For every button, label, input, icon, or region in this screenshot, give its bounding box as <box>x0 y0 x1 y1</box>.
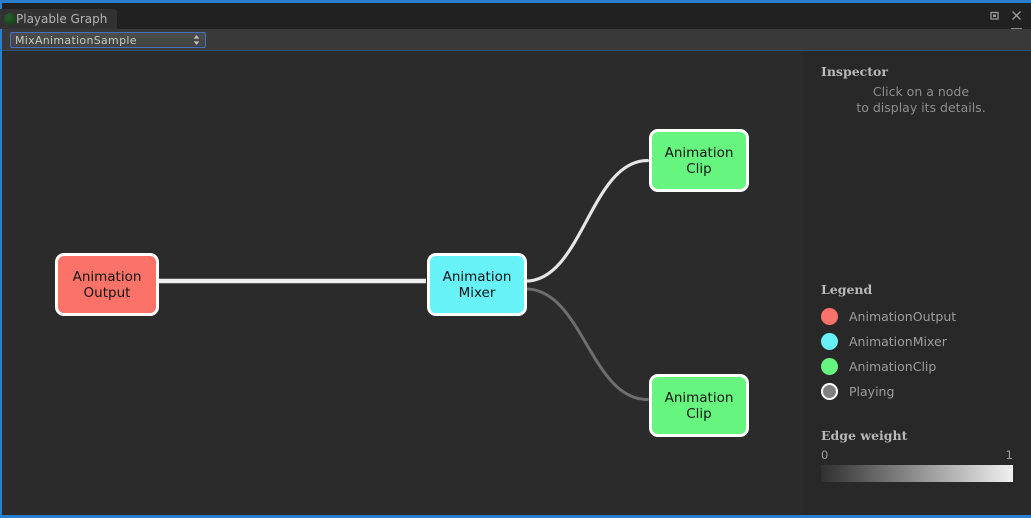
edge-cliptop-to-mixer <box>524 159 649 283</box>
tab-label: Playable Graph <box>16 12 108 26</box>
green-sphere-icon <box>4 13 16 25</box>
legend-swatch-icon <box>821 358 838 375</box>
graph-node-mixer[interactable]: Animation Mixer <box>427 253 527 316</box>
graph-toolbar: MixAnimationSample <box>2 29 1031 51</box>
edge-weight-gradient-bar <box>821 465 1013 482</box>
close-icon[interactable] <box>1010 7 1023 20</box>
legend-item-1: AnimationMixer <box>821 329 1021 354</box>
graph-node-clip-top[interactable]: Animation Clip <box>649 129 749 192</box>
edge-weight-scale: 0 1 <box>821 448 1013 462</box>
updown-arrows-icon <box>192 34 201 46</box>
graph-node-output[interactable]: Animation Output <box>55 253 159 316</box>
legend-swatch-icon <box>821 383 838 400</box>
legend-item-label: Playing <box>849 384 895 399</box>
maximize-icon[interactable] <box>988 7 1001 20</box>
legend-item-label: AnimationOutput <box>849 309 957 324</box>
legend-item-2: AnimationClip <box>821 354 1021 379</box>
legend-title: Legend <box>821 282 873 297</box>
graph-edges <box>158 159 649 401</box>
edge-weight-title: Edge weight <box>821 428 908 443</box>
window-controls <box>988 7 1023 20</box>
legend-item-label: AnimationClip <box>849 359 937 374</box>
graph-selector-value: MixAnimationSample <box>15 33 137 47</box>
graph-node-clip-bottom[interactable]: Animation Clip <box>649 374 749 437</box>
legend-item-3: Playing <box>821 379 1021 404</box>
edge-clipbottom-to-mixer <box>524 287 649 401</box>
inspector-hint: Click on a node to display its details. <box>856 84 986 115</box>
window-tab-bar: Playable Graph <box>0 3 1031 38</box>
legend-swatch-icon <box>821 308 838 325</box>
edge-weight-max: 1 <box>1005 448 1013 462</box>
legend-item-label: AnimationMixer <box>849 334 947 349</box>
edge-weight-min: 0 <box>821 448 829 462</box>
inspector-title: Inspector <box>821 64 888 79</box>
legend-item-0: AnimationOutput <box>821 304 1021 329</box>
sidebar-panel: Inspector Click on a node to display its… <box>803 52 1031 515</box>
legend-swatch-icon <box>821 333 838 350</box>
graph-selector-dropdown[interactable]: MixAnimationSample <box>10 32 206 48</box>
tab-playable-graph[interactable]: Playable Graph <box>0 9 118 29</box>
